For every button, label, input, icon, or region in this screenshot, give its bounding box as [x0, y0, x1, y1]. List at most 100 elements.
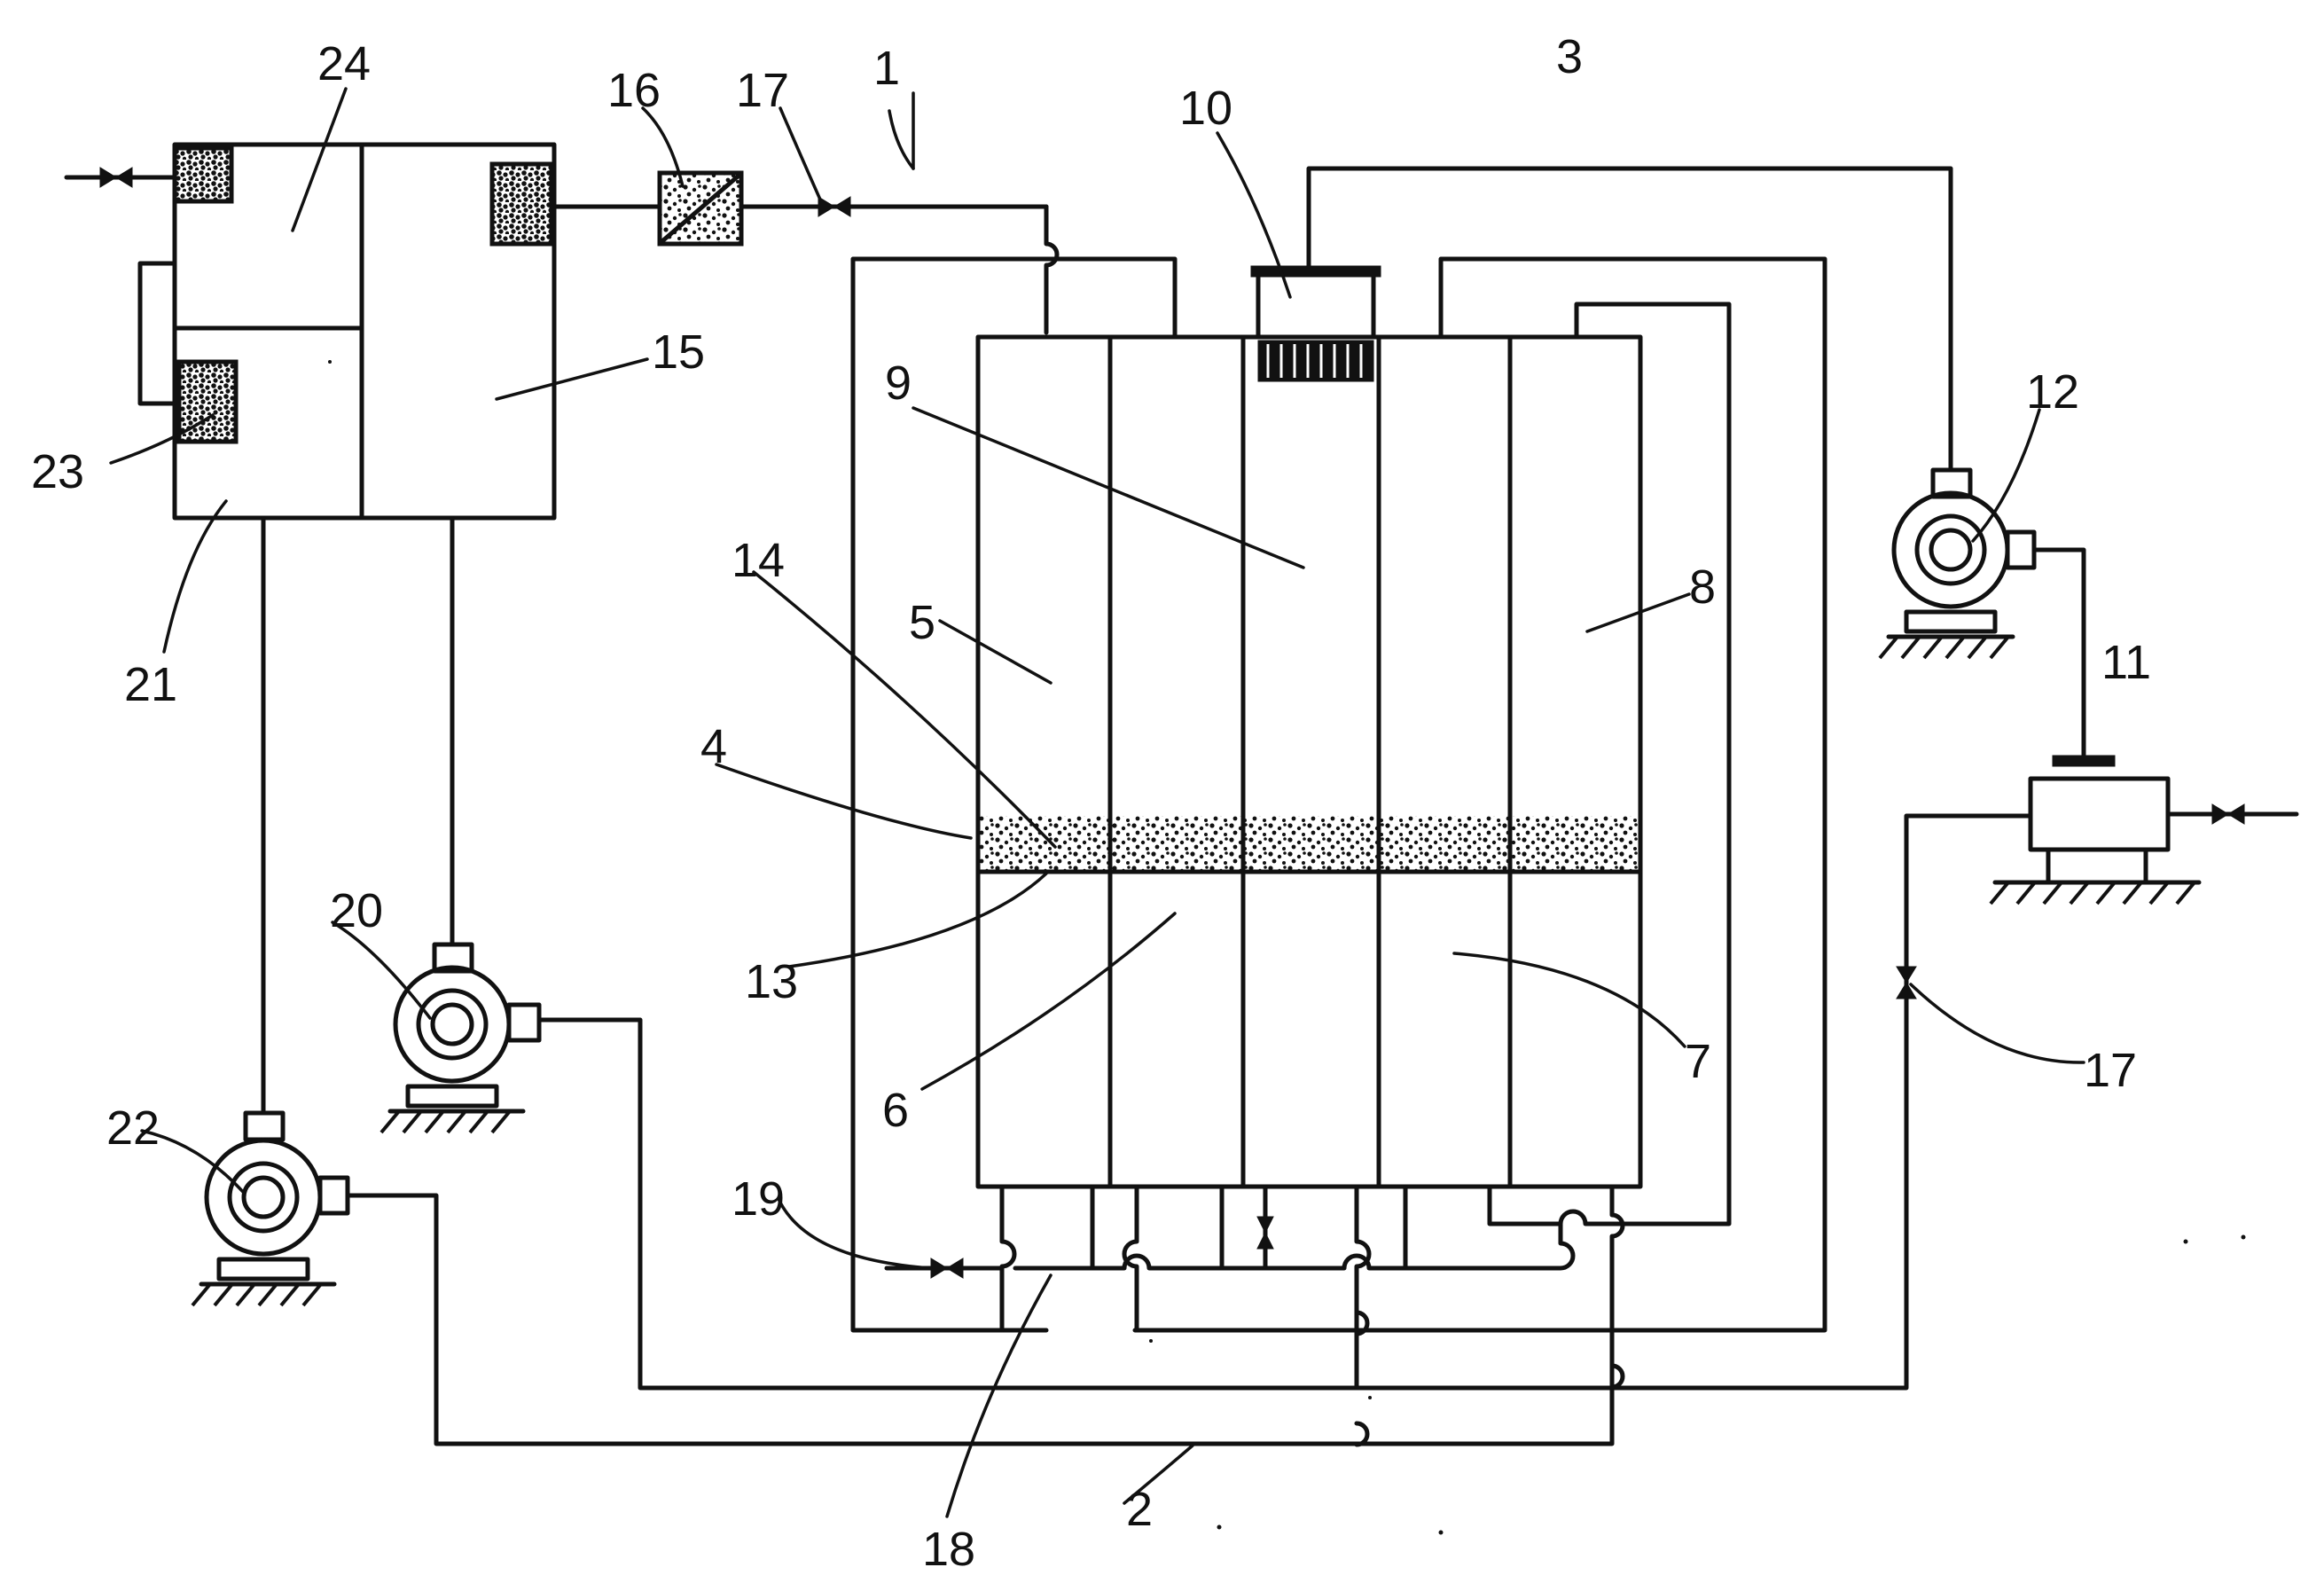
callout-9: 9	[885, 357, 912, 410]
pump-12-casing-icon	[1891, 490, 2010, 609]
scan-specks	[328, 360, 2246, 1535]
leader-9	[912, 406, 1305, 569]
leader-4	[715, 763, 973, 840]
pump-20-line	[450, 515, 2033, 1391]
ground-hatch-icon	[1989, 881, 2196, 905]
leader-19	[777, 1197, 933, 1270]
callout-14: 14	[732, 534, 785, 587]
callout-21: 21	[124, 658, 177, 711]
pump-12-to-blower	[2031, 547, 2086, 765]
callout-23: 23	[31, 445, 84, 498]
right-outer-loop	[1132, 256, 1827, 1333]
ground-hatch-icon	[191, 1282, 323, 1307]
leader-14	[752, 570, 1057, 849]
callout-16: 16	[607, 64, 661, 117]
callout-15: 15	[652, 325, 705, 379]
leader-22	[140, 1129, 246, 1195]
leader-8	[1585, 592, 1691, 633]
valve-17-right-icon	[1896, 966, 1917, 999]
callout-22: 22	[106, 1101, 160, 1155]
pump-22-casing-icon	[204, 1138, 323, 1257]
manifold-18	[1013, 1221, 1576, 1271]
callout-18: 18	[922, 1523, 975, 1576]
leader-21	[162, 499, 228, 654]
hop-mark	[1354, 1310, 1370, 1336]
leader-12	[1971, 408, 2041, 543]
cartridge-10-fins-icon	[1257, 340, 1374, 382]
pump-22-hub-icon	[241, 1175, 286, 1219]
callout-20: 20	[330, 884, 383, 937]
particle-bed-icon	[978, 816, 1640, 871]
manifold-valve-icon	[1256, 1216, 1274, 1250]
callout-labels: 1 2 3 4 5 6 7 8 9 10 11 12 13 14 15 16 1…	[31, 30, 2151, 1576]
return-line	[1354, 813, 2033, 1391]
filter-16-diagonal	[661, 174, 740, 243]
pump-12-base	[1904, 609, 1998, 634]
bottom-manifold	[884, 1184, 1625, 1391]
valve-19-icon	[930, 1258, 964, 1279]
leader-5	[938, 619, 1052, 685]
manifold-stub	[1487, 1184, 1563, 1226]
leader-lines	[109, 87, 2085, 1518]
callout-6: 6	[882, 1084, 909, 1137]
pump-20-base	[405, 1084, 499, 1109]
right-drop-pipe	[1609, 1184, 1625, 1333]
line-1-drop	[1044, 204, 1060, 335]
callout-8: 8	[1689, 560, 1716, 614]
pump-22-inlet	[243, 1110, 286, 1142]
blower-11	[1989, 755, 2299, 905]
pump-20	[380, 942, 542, 1134]
pump-20-impeller-icon	[416, 988, 489, 1061]
pump-12-hub-icon	[1929, 528, 1973, 572]
callout-1: 1	[873, 42, 900, 95]
leader-6	[920, 912, 1177, 1091]
leader-13	[787, 872, 1048, 968]
line-3	[1306, 166, 1953, 473]
leader-16	[641, 106, 685, 188]
pump-22-impeller-icon	[227, 1161, 300, 1234]
callout-12: 12	[2026, 365, 2079, 419]
tank-bypass-loop	[137, 261, 177, 406]
manifold-stub	[1354, 1184, 1372, 1391]
callout-3: 3	[1556, 30, 1583, 83]
pump-22-base	[216, 1257, 310, 1281]
manifold-hop	[1558, 1209, 1615, 1226]
blower-11-cap	[2052, 755, 2116, 767]
left-loop-pipe	[850, 256, 1178, 1333]
hop-mark	[1354, 1421, 1370, 1447]
leader-7	[1452, 952, 1686, 1048]
leader-10	[1216, 131, 1292, 299]
pump-12-impeller-icon	[1914, 513, 1987, 586]
filter-element-outlet-icon	[489, 161, 554, 247]
callout-19: 19	[732, 1172, 785, 1226]
leader-17-right	[1909, 983, 2085, 1064]
pump-20-hub-icon	[430, 1002, 474, 1046]
line-2	[261, 515, 1615, 1447]
valve-17-top-icon	[818, 196, 851, 217]
tank-outline	[172, 142, 557, 521]
leader-2	[1123, 1444, 1194, 1505]
top-piping	[850, 166, 1953, 1333]
cartridge-10-icon	[1256, 270, 1376, 340]
pump-20-casing-icon	[393, 965, 512, 1084]
ground-hatch-icon	[380, 1109, 512, 1134]
pump-20-inlet	[432, 942, 474, 974]
manifold-stub	[1122, 1184, 1139, 1333]
blower-inlet-valve-icon	[2211, 803, 2245, 825]
filter-element-top-icon	[172, 145, 234, 204]
line-1	[549, 170, 1060, 335]
leader-1	[888, 109, 915, 170]
callout-4: 4	[700, 720, 727, 773]
leader-24	[291, 87, 348, 232]
leader-23	[109, 413, 215, 465]
callout-5: 5	[909, 596, 935, 649]
manifold-stub	[999, 1184, 1017, 1333]
tank-assembly	[64, 142, 557, 521]
blower-11-icon	[2028, 776, 2171, 852]
column-block	[975, 265, 1643, 1189]
column-outline	[975, 334, 1643, 1189]
callout-17-right: 17	[2084, 1044, 2137, 1097]
leader-15	[495, 357, 649, 401]
